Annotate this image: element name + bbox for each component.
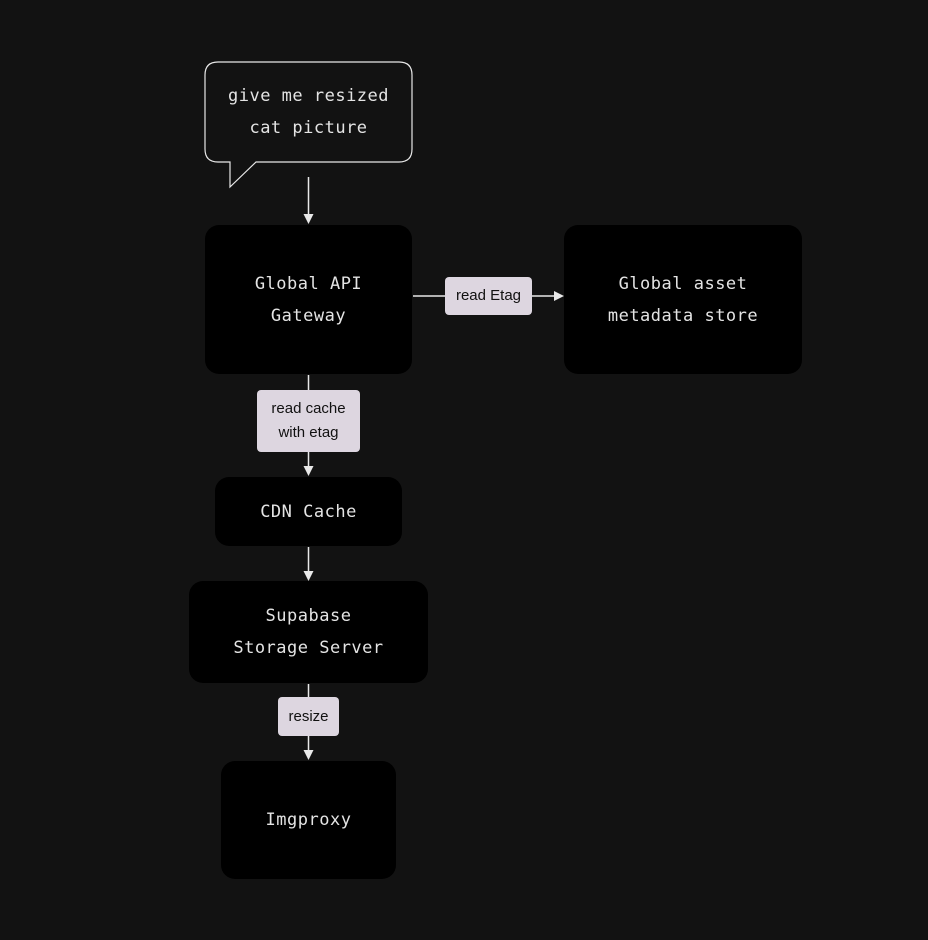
speech-bubble-outline <box>204 61 413 189</box>
node-cdn-cache[interactable]: CDN Cache <box>215 477 402 546</box>
node-imgproxy[interactable]: Imgproxy <box>221 761 396 879</box>
arrowhead-gateway-to-metadata <box>554 291 564 301</box>
node-global-asset-metadata-store[interactable]: Global asset metadata store <box>564 225 802 374</box>
node-global-api-gateway[interactable]: Global API Gateway <box>205 225 412 374</box>
arrowhead-storage-to-imgproxy <box>303 750 314 760</box>
node-label: Global asset metadata store <box>607 273 759 326</box>
edge-label-read-etag: read Etag <box>445 277 532 315</box>
node-label: CDN Cache <box>260 501 357 522</box>
node-label: Global API Gateway <box>254 273 363 326</box>
arrowhead-gateway-to-cdn <box>303 466 314 476</box>
request-bubble-text: give me resized cat picture <box>227 86 390 138</box>
node-supabase-storage-server[interactable]: Supabase Storage Server <box>189 581 428 683</box>
edge-label-resize: resize <box>278 697 339 736</box>
edge-label-read-cache: read cache with etag <box>257 390 360 452</box>
arrowhead-bubble-to-gateway <box>303 214 314 224</box>
node-label: Imgproxy <box>265 810 352 830</box>
node-label: Supabase Storage Server <box>233 606 384 658</box>
arrowhead-cdn-to-storage <box>303 571 314 581</box>
